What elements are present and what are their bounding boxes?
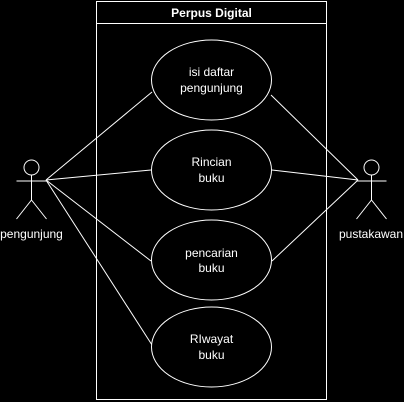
- associations: [45, 91, 359, 346]
- use-case-label-line2: buku: [198, 348, 224, 362]
- actor-pengunjung[interactable]: pengunjung: [0, 159, 63, 241]
- use-case-label-line1: isi daftar: [189, 65, 234, 79]
- association-pustakawan-isi-daftar: [270, 94, 359, 181]
- actor-pustakawan[interactable]: pustakawan: [339, 159, 403, 241]
- use-case-label-line1: pencarian: [185, 246, 238, 260]
- use-case-ellipse: [151, 129, 272, 211]
- association-pengunjung-riwayat: [45, 179, 153, 346]
- use-case-isi-daftar-pengunjung[interactable]: isi daftar pengunjung: [151, 39, 272, 121]
- stick-figure-icon: [356, 159, 387, 220]
- use-case-ellipse: [151, 39, 272, 121]
- association-pengunjung-pencarian: [45, 179, 152, 262]
- use-case-label-line1: Rincian: [191, 155, 231, 169]
- actor-label: pengunjung: [0, 227, 63, 241]
- association-pengunjung-rincian: [45, 169, 152, 181]
- use-case-label-line1: RIwayat: [190, 332, 234, 346]
- use-case-riwayat-buku[interactable]: RIwayat buku: [151, 306, 272, 388]
- use-case-ellipse: [151, 219, 272, 301]
- use-case-label-line2: pengunjung: [180, 81, 243, 95]
- association-pengunjung-isi-daftar: [45, 91, 153, 181]
- association-pustakawan-rincian: [271, 169, 359, 181]
- use-case-label-line2: buku: [198, 261, 224, 275]
- stick-figure-icon: [16, 159, 47, 220]
- use-case-pencarian-buku[interactable]: pencarian buku: [151, 219, 272, 301]
- use-case-ellipse: [151, 306, 272, 388]
- system-title: Perpus Digital: [171, 6, 252, 20]
- use-case-label-line2: buku: [198, 171, 224, 185]
- use-case-rincian-buku[interactable]: Rincian buku: [151, 129, 272, 211]
- association-pustakawan-pencarian: [271, 179, 359, 262]
- actor-label: pustakawan: [339, 227, 403, 241]
